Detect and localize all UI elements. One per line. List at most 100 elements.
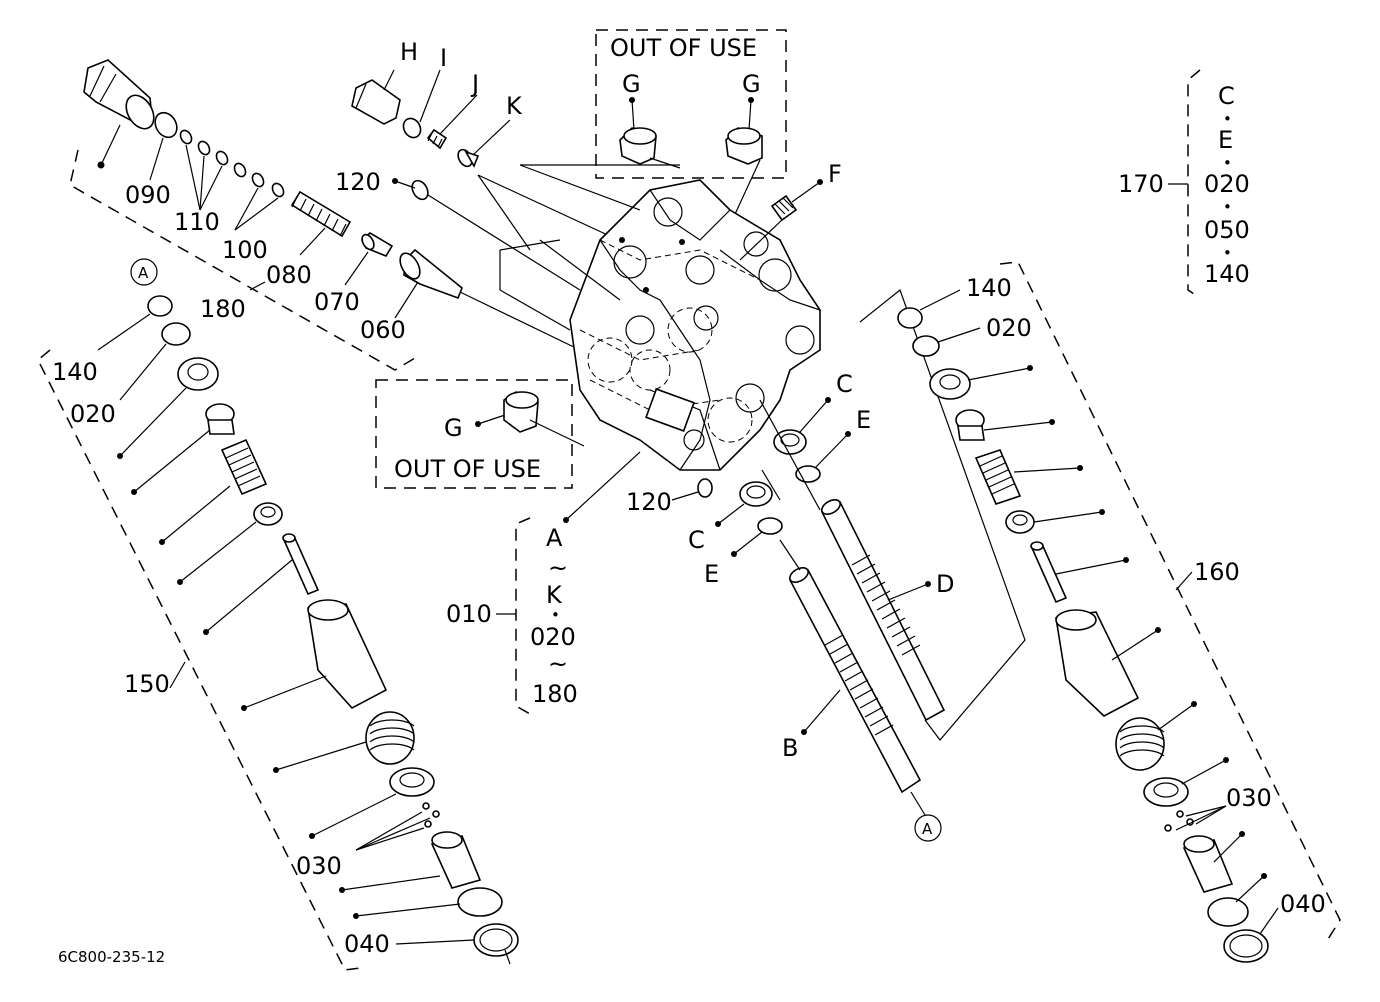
part-cap-seal-right[interactable]	[1207, 897, 1249, 927]
part-c-upper[interactable]	[773, 429, 807, 455]
part-spring-right-lower[interactable]	[1115, 717, 1165, 771]
part-ring-020-left[interactable]	[161, 322, 191, 346]
callout-f: F	[828, 160, 842, 188]
part-spring-left-lower[interactable]	[365, 711, 415, 765]
callout-120-bottom: 120	[626, 488, 672, 516]
callout-040-left: 040	[344, 930, 390, 958]
reference-a-center: A	[922, 820, 933, 838]
part-balls-030-left[interactable]	[422, 802, 440, 828]
out-of-use-label-middle: OUT OF USE	[394, 455, 541, 483]
callout-e-lower: E	[704, 560, 719, 588]
callout-g-middle: G	[444, 414, 463, 442]
part-poppet-070[interactable]	[360, 232, 394, 257]
callout-c-upper: C	[836, 370, 853, 398]
callout-140-left: 140	[52, 358, 98, 386]
callout-040-right: 040	[1280, 890, 1326, 918]
range-010-end-180: 180	[532, 680, 578, 708]
part-o-ring-i[interactable]	[400, 115, 424, 140]
range-010-tilde-2: ~	[548, 650, 568, 678]
part-plug-120-bottom[interactable]	[697, 478, 713, 498]
part-spring-seat-right[interactable]	[1005, 510, 1035, 534]
part-sleeve-left[interactable]	[307, 599, 388, 709]
callout-020-right: 020	[986, 314, 1032, 342]
callout-020-left: 020	[70, 400, 116, 428]
part-plunger-left[interactable]	[282, 533, 320, 596]
part-spool-b[interactable]	[787, 565, 922, 794]
callout-i: I	[440, 44, 447, 72]
part-snap-ring-040-left[interactable]	[473, 923, 519, 957]
part-e-lower[interactable]	[757, 517, 783, 535]
part-plunger-right[interactable]	[1030, 541, 1068, 604]
out-of-use-box-top: OUT OF USE G G	[595, 29, 787, 226]
part-plug-g-top-left[interactable]	[619, 127, 657, 165]
spool-group-center: C E C E B A	[688, 370, 954, 842]
callout-180: 180	[200, 295, 246, 323]
kit-170-item-140: 140	[1204, 260, 1250, 288]
part-plug-g-middle[interactable]	[503, 391, 539, 433]
kit-170-bullet-3: •	[1223, 198, 1232, 216]
part-cap-seal-left[interactable]	[457, 887, 503, 917]
callout-g-top-left: G	[622, 70, 641, 98]
reference-a-left: A	[138, 264, 149, 282]
part-seat-060[interactable]	[396, 248, 463, 300]
callout-150: 150	[124, 670, 170, 698]
out-of-use-label-top: OUT OF USE	[610, 34, 757, 62]
kit-170-bullet-1: •	[1223, 110, 1232, 128]
part-c-lower[interactable]	[739, 481, 773, 507]
kit-170-item-e: E	[1218, 126, 1233, 154]
callout-010: 010	[446, 600, 492, 628]
part-sleeve-right[interactable]	[1055, 609, 1140, 717]
callout-070: 070	[314, 288, 360, 316]
part-o-ring-090[interactable]	[151, 109, 181, 142]
part-washer-left[interactable]	[177, 357, 219, 391]
part-plug-h[interactable]	[351, 79, 401, 125]
callout-030-right: 030	[1226, 784, 1272, 812]
part-retainer-left[interactable]	[205, 403, 235, 435]
part-spring-seat-left[interactable]	[253, 502, 283, 526]
callout-b: B	[782, 734, 798, 762]
callout-e-upper: E	[856, 406, 871, 434]
callout-170: 170	[1118, 170, 1164, 198]
callout-c-lower: C	[688, 526, 705, 554]
part-ball-k[interactable]	[455, 147, 480, 169]
plug-group-h-k: H I J K	[351, 38, 641, 251]
part-plug-120-top[interactable]	[392, 178, 581, 291]
part-e-upper[interactable]	[795, 465, 821, 483]
range-010-start-020: 020	[530, 623, 576, 651]
kit-170-list: 170 C • E • 020 • 050 • 140	[1118, 69, 1250, 299]
part-cap-right[interactable]	[1143, 777, 1189, 807]
bracket-010: 010 A ~ K • 020 ~ 180	[446, 451, 641, 715]
part-plug-g-top-right[interactable]	[725, 127, 763, 165]
part-cap-left[interactable]	[389, 767, 435, 797]
part-spring-right[interactable]	[974, 449, 1022, 505]
part-backup-rings[interactable]	[178, 128, 286, 198]
part-washer-right[interactable]	[929, 368, 971, 400]
range-010-bullet: •	[551, 606, 560, 624]
part-ring-140-right[interactable]	[897, 307, 923, 329]
kit-170-item-020: 020	[1204, 170, 1250, 198]
kit-170-bullet-4: •	[1223, 244, 1232, 262]
part-ring-020-right[interactable]	[912, 335, 940, 357]
out-of-use-box-middle: OUT OF USE G	[375, 379, 585, 489]
part-spring-j[interactable]	[426, 128, 448, 150]
valve-body-010[interactable]	[569, 179, 821, 471]
callout-g-top-right: G	[742, 70, 761, 98]
part-plug-left[interactable]	[430, 831, 482, 889]
assembly-160-right: 160 140 020	[897, 261, 1341, 963]
kit-170-item-c: C	[1218, 82, 1235, 110]
part-plug-housing[interactable]	[83, 59, 159, 134]
part-spring-080[interactable]	[290, 190, 352, 238]
part-snap-ring-040-right[interactable]	[1223, 929, 1269, 963]
part-retainer-right[interactable]	[955, 409, 985, 441]
part-ring-140-left[interactable]	[147, 295, 173, 317]
part-plug-right[interactable]	[1182, 835, 1234, 893]
part-spool-d[interactable]	[819, 497, 946, 722]
assembly-150-left: 150 A 140 020	[37, 258, 519, 971]
part-spring-left[interactable]	[220, 438, 268, 496]
callout-090: 090	[125, 181, 171, 209]
kit-170-item-050: 050	[1204, 216, 1250, 244]
callout-080: 080	[266, 261, 312, 289]
part-f[interactable]	[770, 194, 798, 222]
reference-mark-a-center	[914, 814, 942, 842]
